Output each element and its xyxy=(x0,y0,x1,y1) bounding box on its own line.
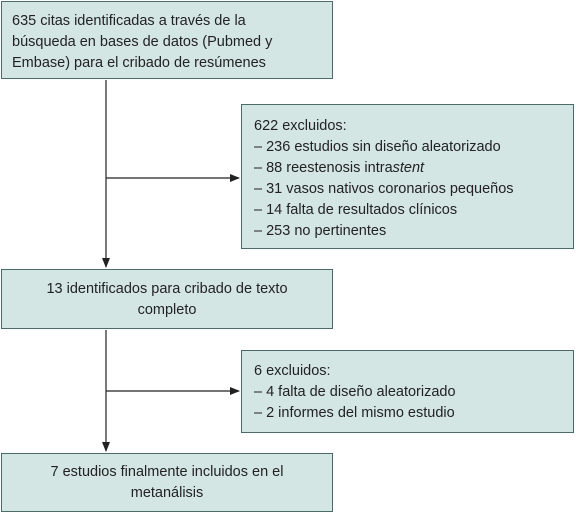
excluded-1-item: – 31 vasos nativos coronarios pequeños xyxy=(254,181,514,197)
excluded-1-title: 622 excluidos: xyxy=(254,118,347,134)
excluded-2-item: – 4 falta de diseño aleatorizado xyxy=(254,384,456,400)
excluded-1-item-restenosis-text: – 88 reestenosis intra xyxy=(254,160,393,176)
excluded-1-item: – 14 falta de resultados clínicos xyxy=(254,202,458,218)
final-line-2: metanálisis xyxy=(130,485,204,501)
box-excluded-full-text: 6 excluidos: – 4 falta de diseño aleator… xyxy=(241,350,574,433)
excluded-1-item-restenosis: – 88 reestenosis intrastent xyxy=(254,158,561,179)
box-final-included: 7 estudios finalmente incluidos en el me… xyxy=(1,453,333,512)
excluded-2-title: 6 excluidos: xyxy=(254,363,331,379)
excluded-1-item-restenosis-italic: stent xyxy=(392,160,425,176)
box-excluded-abstracts: 622 excluidos: – 236 estudios sin diseño… xyxy=(241,104,574,249)
excluded-1-item: – 253 no pertinentes xyxy=(254,223,387,239)
search-line-2: búsqueda en bases de datos (Pubmed y xyxy=(12,34,273,50)
excluded-1-item: – 236 estudios sin diseño aleatorizado xyxy=(254,139,501,155)
final-line-1: 7 estudios finalmente incluidos en el xyxy=(50,464,284,480)
full-text-line-2: completo xyxy=(137,302,197,318)
search-line-1: 635 citas identificadas a través de la xyxy=(12,13,246,29)
search-line-3: Embase) para el cribado de resúmenes xyxy=(12,55,266,71)
full-text-line-1: 13 identificados para cribado de texto xyxy=(46,281,288,297)
box-search-citations: 635 citas identificadas a través de la b… xyxy=(1,1,333,79)
box-full-text-screening: 13 identificados para cribado de texto c… xyxy=(1,269,333,329)
excluded-2-item: – 2 informes del mismo estudio xyxy=(254,405,455,421)
